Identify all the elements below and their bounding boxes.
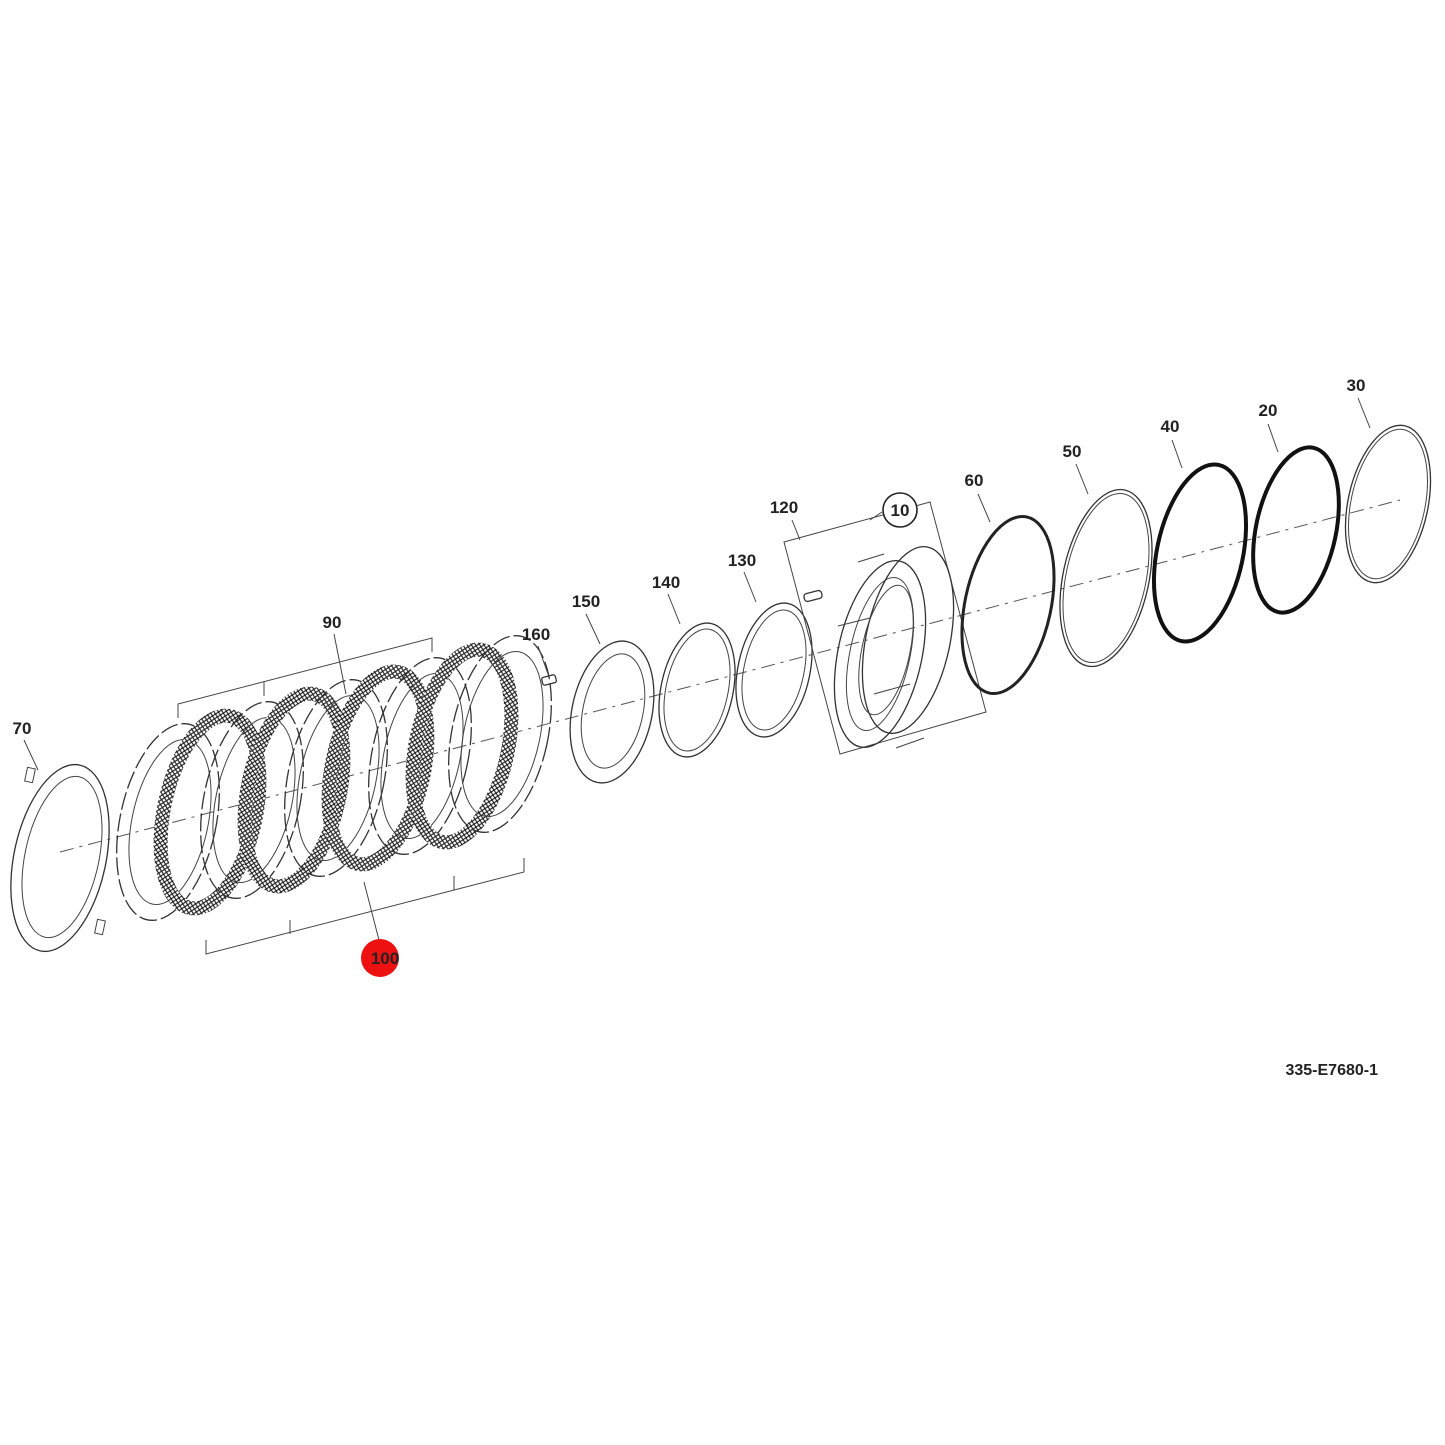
part-50-ring (1059, 488, 1153, 668)
callout-140: 140 (652, 573, 680, 592)
callout-30: 30 (1347, 376, 1366, 395)
part-60-seal-ring (960, 515, 1056, 695)
leader-140 (667, 593, 681, 625)
highlight-marker-100 (361, 939, 399, 977)
part-40-seal-ring (1151, 462, 1249, 644)
leader-130 (743, 571, 757, 603)
part-150-plate (569, 640, 655, 784)
clutch-pack (116, 635, 552, 921)
leader-160 (537, 645, 549, 675)
friction-disc (405, 642, 519, 850)
callout-40: 40 (1161, 417, 1180, 436)
part-130-ring (735, 602, 813, 738)
callout-10-circle (882, 492, 918, 528)
leader-70 (23, 739, 39, 771)
leader-120 (791, 519, 801, 541)
leader-90 (333, 633, 347, 695)
leader-20 (1267, 423, 1279, 453)
friction-disc (153, 708, 267, 916)
callout-20: 20 (1259, 401, 1278, 420)
part-140-ring (658, 622, 736, 758)
leader-50 (1075, 463, 1089, 495)
callout-70: 70 (13, 719, 32, 738)
part-120-pin (803, 589, 823, 603)
callout-120: 120 (770, 498, 798, 517)
part-10-piston (833, 546, 955, 749)
part-70-end-plate (10, 763, 110, 953)
callout-150: 150 (572, 592, 600, 611)
leader-150 (585, 613, 601, 645)
bracket-100 (205, 858, 525, 955)
friction-disc (321, 664, 435, 872)
box-10 (783, 501, 987, 755)
callout-60: 60 (965, 471, 984, 490)
callout-10: 10 (891, 501, 910, 520)
callout-130: 130 (728, 551, 756, 570)
callout-100: 100 (371, 949, 399, 968)
callout-50: 50 (1063, 442, 1082, 461)
drawing-code: 335-E7680-1 (1285, 1062, 1378, 1079)
leader-10 (869, 511, 883, 521)
leader-30 (1357, 397, 1371, 429)
callout-90: 90 (323, 613, 342, 632)
leader-60 (977, 493, 991, 523)
part-160-pin (541, 674, 557, 686)
part-20-seal-ring (1251, 445, 1341, 615)
part-30-ring (1344, 424, 1432, 584)
bracket-90 (177, 637, 433, 718)
friction-disc (237, 686, 351, 894)
leader-100 (363, 881, 381, 945)
callout-160: 160 (522, 625, 550, 644)
separator-plate (448, 635, 552, 833)
leader-40 (1171, 439, 1183, 469)
